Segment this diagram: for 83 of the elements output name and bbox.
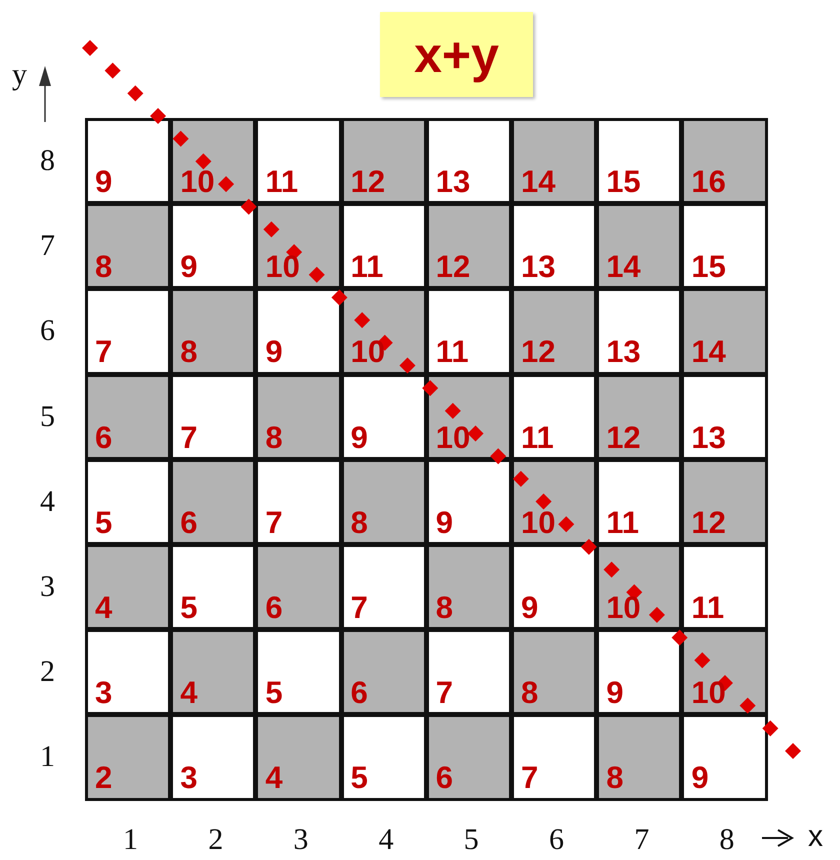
square-value: 8 <box>95 251 112 282</box>
square-value: 10 <box>436 422 470 453</box>
column-number: 8 <box>719 825 734 855</box>
square-value: 4 <box>180 677 198 708</box>
square-value: 9 <box>265 336 283 368</box>
square-value: 7 <box>265 506 283 538</box>
square-value: 12 <box>691 506 726 538</box>
column-number: 3 <box>293 825 308 855</box>
square-value: 10 <box>180 166 215 197</box>
title-label: x+y <box>380 12 533 97</box>
column-number: 5 <box>464 825 479 855</box>
square-value: 10 <box>521 506 556 538</box>
square-value: 5 <box>350 762 368 794</box>
square-value: 12 <box>606 422 641 453</box>
square-value: 6 <box>350 677 368 708</box>
square-value: 5 <box>180 592 198 623</box>
square-value: 3 <box>95 677 112 708</box>
row-number: 3 <box>40 572 55 602</box>
row-number: 2 <box>40 657 55 688</box>
square-value: 6 <box>95 422 112 453</box>
square-value: 9 <box>95 166 112 197</box>
square-value: 11 <box>691 592 724 623</box>
square-value: 15 <box>691 251 726 282</box>
column-number: 4 <box>378 825 394 855</box>
square-value: 12 <box>350 166 386 197</box>
row-number: 7 <box>40 231 55 262</box>
square-value: 3 <box>180 762 198 794</box>
row-number: 8 <box>40 146 55 176</box>
square-value: 11 <box>350 251 384 282</box>
square-value: 11 <box>265 166 298 197</box>
square-value: 7 <box>95 336 112 368</box>
square-value: 13 <box>436 166 470 197</box>
square-value: 4 <box>95 592 112 623</box>
square-value: 5 <box>95 506 112 538</box>
square-value: 6 <box>265 592 283 623</box>
square-value: 14 <box>691 336 726 368</box>
column-number: 1 <box>123 825 138 855</box>
square-value: 12 <box>436 251 470 282</box>
square-value: 9 <box>436 506 454 538</box>
square-value: 15 <box>606 166 641 197</box>
square-value: 7 <box>180 422 198 453</box>
square-value: 10 <box>691 677 726 708</box>
square-value: 5 <box>265 677 283 708</box>
square-value: 9 <box>521 592 538 623</box>
square-value: 6 <box>180 506 198 538</box>
axis-label: x <box>808 822 823 852</box>
square-value: 9 <box>606 677 624 708</box>
square-value: 12 <box>521 336 556 368</box>
square-value: 8 <box>265 422 283 453</box>
square-value: 10 <box>606 592 641 623</box>
square-value: 9 <box>350 422 368 453</box>
square-value: 14 <box>606 251 641 282</box>
square-value: 14 <box>521 166 556 197</box>
row-number: 5 <box>40 402 55 432</box>
square-value: 8 <box>606 762 624 794</box>
square-value: 9 <box>180 251 198 282</box>
square-value: 8 <box>180 336 198 368</box>
axis-label: y <box>12 60 27 90</box>
column-number: 6 <box>549 825 564 855</box>
square-value: 11 <box>436 336 469 368</box>
square-value: 9 <box>691 762 709 794</box>
row-number: 1 <box>40 742 55 772</box>
square-value: 11 <box>606 506 639 538</box>
square-value: 7 <box>521 762 538 794</box>
column-number: 7 <box>634 825 650 855</box>
square-value: 10 <box>265 251 300 282</box>
square-value: 13 <box>691 422 726 453</box>
square-value: 2 <box>95 762 112 794</box>
square-value: 7 <box>350 592 368 623</box>
square-value: 13 <box>606 336 641 368</box>
square-value: 13 <box>521 251 556 282</box>
square-value: 8 <box>521 677 538 708</box>
row-number: 4 <box>40 486 55 517</box>
square-value: 8 <box>436 592 454 623</box>
square-value: 10 <box>350 336 386 368</box>
square-value: 7 <box>436 677 454 708</box>
column-number: 2 <box>208 825 224 855</box>
square-value: 16 <box>691 166 726 197</box>
row-number: 6 <box>40 316 55 346</box>
square-value: 8 <box>350 506 368 538</box>
square-value: 11 <box>521 422 554 453</box>
square-value: 4 <box>265 762 283 794</box>
square-value: 6 <box>436 762 454 794</box>
